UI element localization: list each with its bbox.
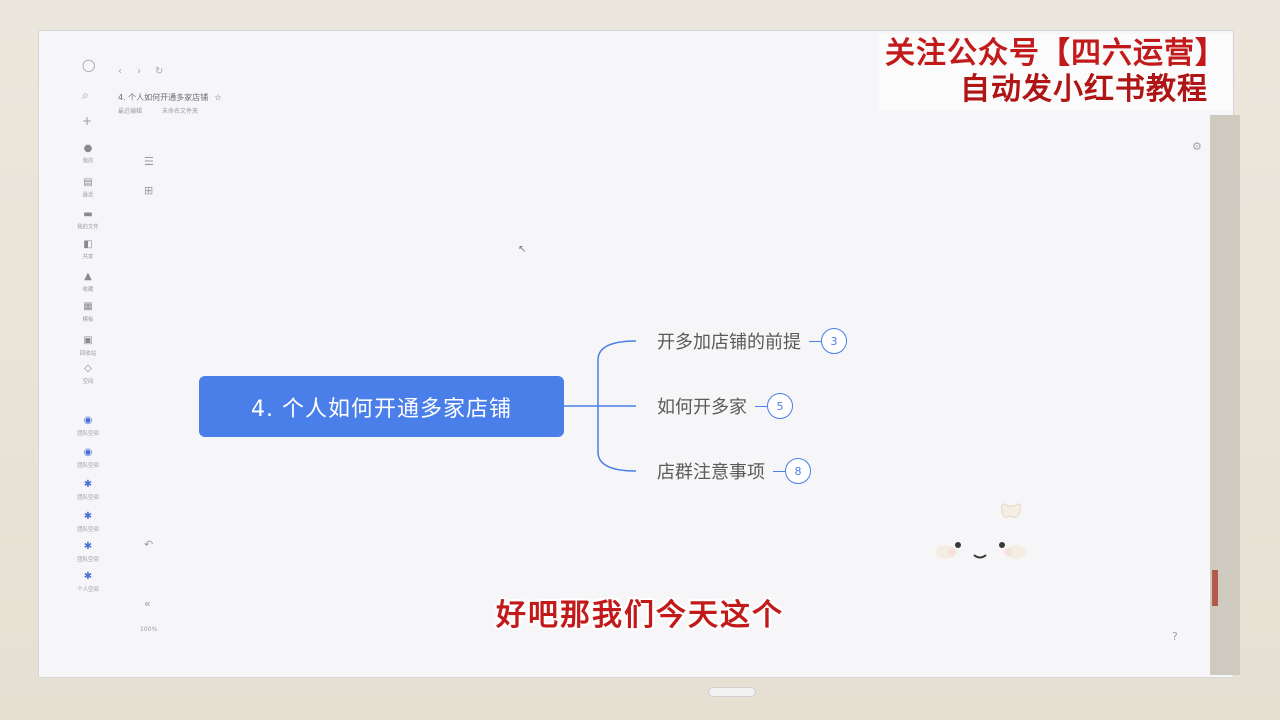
sidebar-item-starred[interactable]: ▲ 收藏 [82,271,94,293]
folder-icon: ▬ [83,209,93,220]
share-icon: ◧ [83,239,93,250]
badge-connector [809,340,821,342]
avatar-icon: ● [83,143,93,154]
mouse-cursor-icon: ↖ [518,244,527,255]
branch-label: 开多加店铺的前提 [657,332,801,353]
watermark-line1: 关注公众号【四六运营】 [885,36,1226,71]
app-window [38,30,1234,678]
template-icon: ▦ [83,301,93,312]
sidebar-space-6[interactable]: ✱ 个人空间 [77,571,99,593]
video-subtitle: 好吧那我们今天这个 [496,598,784,633]
bottom-handle [708,687,756,697]
workspace-icon: ◉ [83,447,93,458]
sidebar-item-trash[interactable]: ▣ 回收站 [79,335,97,357]
back-icon[interactable]: ‹ [118,66,122,77]
mindmap-branch-3[interactable]: 店群注意事项 8 [657,458,811,484]
root-node-label: 4. 个人如何开通多家店铺 [251,396,512,422]
collapse-count-badge[interactable]: 5 [767,393,793,419]
mascot-face-icon [936,503,1026,559]
document-title[interactable]: 4. 个人如何开通多家店铺 [118,93,209,102]
star-icon: ▲ [84,271,92,282]
zoom-level[interactable]: 100% [140,626,158,633]
document-header: 4. 个人如何开通多家店铺 ☆ 最近编辑 未命名文件夹 [118,92,221,115]
watermark-line2: 自动发小红书教程 [960,72,1208,107]
sidebar-space-4[interactable]: ✱ 团队空间 [77,511,99,533]
undo-icon[interactable]: ↶ [144,538,154,551]
logo-icon: ◯ [82,58,96,72]
collapse-icon[interactable]: « [144,597,151,610]
document-meta-right: 未命名文件夹 [161,108,198,115]
outline-icon[interactable]: ☰ [144,155,154,168]
plus-icon[interactable]: + [82,114,93,128]
edge-accent [1212,570,1218,606]
sidebar-space-5[interactable]: ✱ 团队空间 [77,541,99,563]
badge-connector [755,405,767,407]
workspace-icon: ✱ [83,571,93,582]
sidebar-item-shared[interactable]: ◧ 共享 [82,239,94,261]
file-icon: ▤ [83,177,93,188]
refresh-icon[interactable]: ↻ [155,66,164,77]
mindmap-branch-1[interactable]: 开多加店铺的前提 3 [657,328,847,354]
trash-icon: ▣ [83,335,93,346]
collapse-count-badge[interactable]: 8 [785,458,811,484]
workspace-icon: ✱ [83,511,93,522]
sidebar-space-3[interactable]: ✱ 团队空间 [77,479,99,501]
star-icon[interactable]: ☆ [214,93,222,102]
sidebar-space-2[interactable]: ◉ 团队空间 [77,447,99,469]
workspace-icon: ◉ [83,415,93,426]
sidebar-item-mine[interactable]: ● 我的 [82,143,94,165]
mindmap-root-node[interactable]: 4. 个人如何开通多家店铺 [199,376,564,437]
branch-label: 如何开多家 [657,397,747,418]
sidebar-item-templates[interactable]: ▦ 模板 [82,301,94,323]
branch-connector-bracket [597,340,637,472]
branch-label: 店群注意事项 [657,462,765,483]
sidebar-space-1[interactable]: ◉ 团队空间 [77,415,99,437]
settings-icon[interactable]: ⚙ [1192,140,1202,153]
workspace-icon: ✱ [83,541,93,552]
workspace-icon: ✱ [83,479,93,490]
sidebar-item-space[interactable]: ◇ 空间 [82,363,94,385]
format-icon[interactable]: ⊞ [144,184,154,197]
sidebar-item-files[interactable]: ▬ 我的文件 [77,209,99,231]
search-icon[interactable]: ⌕ [82,88,89,102]
sidebar-item-recent[interactable]: ▤ 最近 [82,177,94,199]
forward-icon[interactable]: › [137,66,141,77]
mindmap-branch-2[interactable]: 如何开多家 5 [657,393,793,419]
badge-connector [773,470,785,472]
collapse-count-badge[interactable]: 3 [821,328,847,354]
document-meta: 最近编辑 未命名文件夹 [118,106,221,115]
document-meta-left: 最近编辑 [118,108,143,115]
app-sidebar: ◯ ⌕ + ● 我的 ▤ 最近 ▬ 我的文件 ◧ 共享 ▲ 收藏 ▦ 模板 ▣ … [70,52,106,612]
help-icon[interactable]: ? [1172,630,1178,643]
cloud-icon: ◇ [84,363,92,374]
watermark: 关注公众号【四六运营】 自动发小红书教程 [879,34,1232,110]
